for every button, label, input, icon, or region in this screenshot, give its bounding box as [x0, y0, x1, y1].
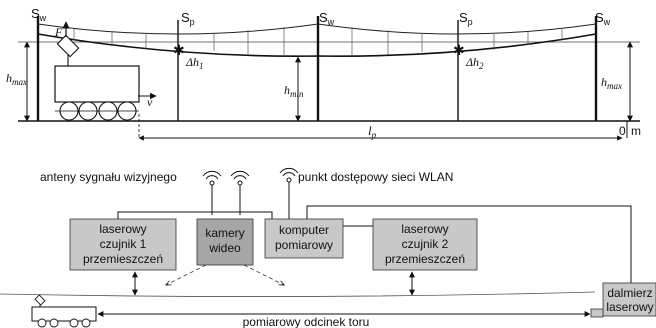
force-label: F [54, 25, 63, 39]
antenna-icon-2 [230, 170, 250, 215]
sensor-2-box: laserowy czujnik 2 przemieszczeń [372, 218, 478, 271]
hmax-left-label: hmax [6, 71, 27, 87]
camera-box: kamery wideo [196, 218, 254, 266]
antenna-label: anteny sygnału wizyjnego [40, 170, 177, 184]
hmax-right-label: hmax [601, 75, 622, 91]
velocity-label: v [147, 95, 153, 109]
pole-label-sp-2: Sp [459, 10, 473, 27]
svg-text:laserowy: laserowy [401, 222, 448, 236]
contact-wire [37, 33, 597, 57]
svg-text:laserowy: laserowy [606, 300, 653, 314]
wlan-label: punkt dostępowy sieci WLAN [298, 170, 453, 184]
delta-h2-label: Δh2 [465, 55, 484, 71]
measure-point-2: ✱ [453, 42, 465, 58]
catenary-section: Sw Sp Sw Sp Sw [6, 6, 641, 141]
sensor-1-box: laserowy czujnik 1 przemieszczeń [69, 218, 177, 271]
rangefinder-emitter [590, 308, 604, 318]
measurement-system: anteny sygnału wizyjnego punkt dostępowy… [0, 167, 656, 328]
svg-text:przemieszczeń: przemieszczeń [83, 252, 163, 266]
connection-lines [117, 205, 632, 283]
svg-text:kamery: kamery [205, 226, 244, 240]
zero-mark: 0 [619, 124, 626, 138]
contact-wire-bottom [0, 291, 596, 297]
droppers [73, 27, 563, 55]
locomotive [54, 21, 140, 121]
svg-text:czujnik 2: czujnik 2 [402, 237, 449, 251]
pole-label-sw-3: Sw [595, 10, 611, 27]
svg-text:laserowy: laserowy [99, 222, 146, 236]
svg-text:dalmierz: dalmierz [607, 286, 652, 300]
computer-box: komputer pomiarowy [264, 218, 344, 259]
svg-text:czujnik 1: czujnik 1 [100, 237, 147, 251]
camera-view-lines [166, 264, 284, 285]
track-section-label: pomiarowy odcinek toru [243, 315, 370, 328]
svg-text:komputer: komputer [279, 223, 329, 237]
hmin-label: hmin [284, 83, 304, 99]
wlan-antenna-icon [279, 167, 299, 219]
pole-label-sw-2: Sw [319, 10, 335, 27]
rangefinder-box: dalmierz laserowy [602, 282, 656, 317]
pole-label-sp-1: Sp [181, 10, 195, 27]
unit-label: m [631, 124, 641, 138]
delta-h1-label: Δh1 [185, 55, 204, 71]
pole-label-sw-1: Sw [31, 6, 47, 23]
messenger-wire [37, 23, 597, 35]
train-icon [31, 294, 97, 328]
span-label: lp [368, 123, 377, 140]
svg-text:wideo: wideo [208, 241, 241, 255]
measure-point-1: ✱ [173, 42, 185, 58]
svg-text:pomiarowy: pomiarowy [275, 238, 333, 252]
antenna-icon-1 [202, 170, 222, 215]
svg-text:przemieszczeń: przemieszczeń [385, 252, 465, 266]
